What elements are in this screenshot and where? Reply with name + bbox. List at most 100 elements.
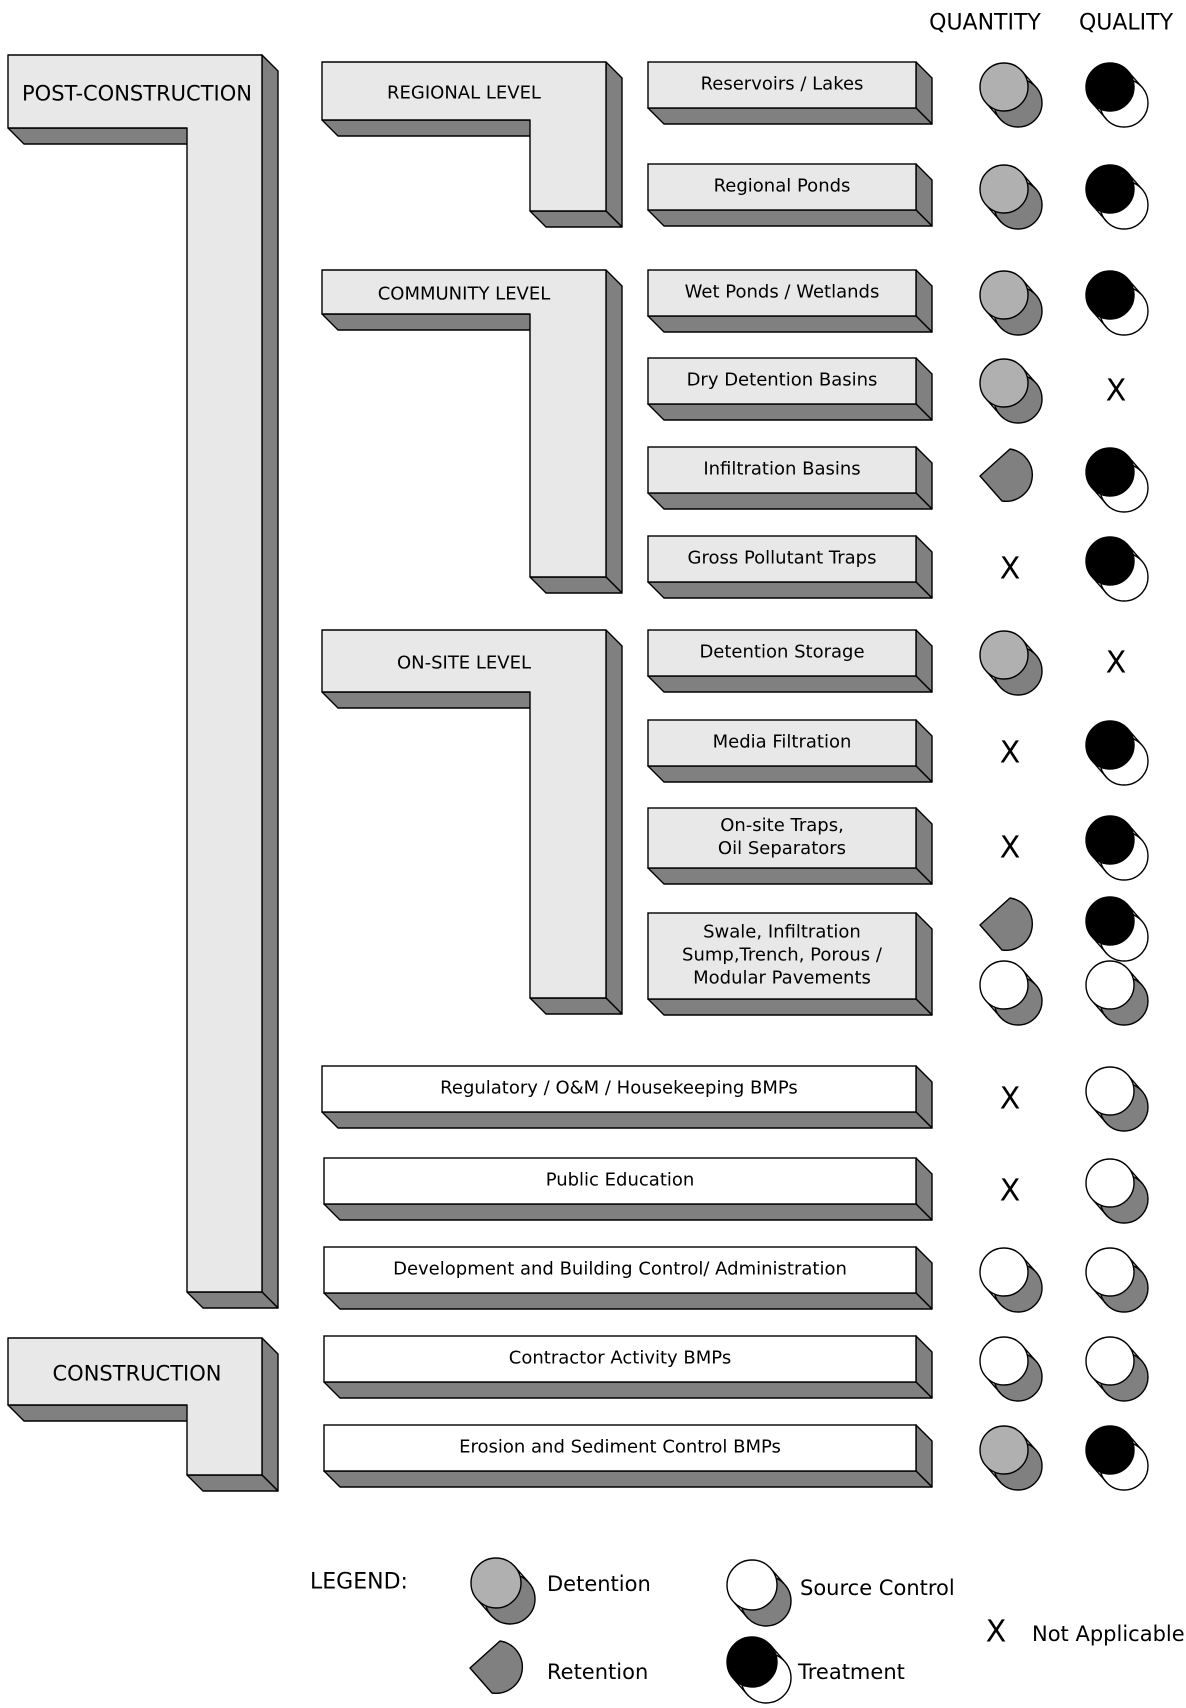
- quantity-retention-symbol: [979, 448, 1034, 503]
- bmp-label: Infiltration Basins: [703, 459, 860, 480]
- quality-not-applicable-symbol: X: [1106, 646, 1127, 681]
- legend-detention-symbol: [470, 1557, 536, 1625]
- bmp-box-on-site-traps-oil-separators: On-site Traps,Oil Separators: [647, 807, 933, 885]
- quantity-retention-symbol: [979, 897, 1034, 952]
- bmp-label: Development and Building Control/ Admini…: [393, 1259, 847, 1280]
- quality-not-applicable-symbol: X: [1106, 374, 1127, 409]
- quantity-detention-symbol: [979, 1425, 1043, 1491]
- not-applicable-mark: X: [1106, 646, 1127, 681]
- bmp-box-infiltration-basins: Infiltration Basins: [647, 446, 933, 510]
- not-applicable-mark: X: [1000, 736, 1021, 771]
- quality-source-control-symbol: [1085, 1066, 1149, 1132]
- bmp-label: Detention Storage: [699, 642, 864, 663]
- not-applicable-mark: X: [1000, 552, 1021, 587]
- bmp-box-wet-ponds-wetlands: Wet Ponds / Wetlands: [647, 269, 933, 333]
- bmp-box-erosion-and-sediment-control-bmps: Erosion and Sediment Control BMPs: [323, 1424, 933, 1488]
- quality-source-control-symbol: [1085, 960, 1149, 1026]
- quantity-source-control-symbol: [979, 960, 1043, 1026]
- quantity-header: QUANTITY: [929, 11, 1041, 36]
- legend-title: LEGEND:: [310, 1570, 408, 1595]
- phase-label: CONSTRUCTION: [53, 1362, 222, 1386]
- bmp-label: Media Filtration: [713, 732, 852, 753]
- quantity-not-applicable-symbol: X: [1000, 831, 1021, 866]
- bmp-label: Gross Pollutant Traps: [688, 548, 877, 569]
- not-applicable-mark: X: [1000, 1082, 1021, 1117]
- bmp-label: On-site Traps,: [720, 815, 844, 836]
- bmp-box-gross-pollutant-traps: Gross Pollutant Traps: [647, 535, 933, 599]
- bmp-box-regulatory-o-m-housekeeping-bmps: Regulatory / O&M / Housekeeping BMPs: [321, 1065, 933, 1129]
- bmp-box-media-filtration: Media Filtration: [647, 719, 933, 783]
- bmp-box-dry-detention-basins: Dry Detention Basins: [647, 357, 933, 421]
- legend-label: Detention: [547, 1572, 651, 1596]
- legend-label: Retention: [547, 1660, 648, 1684]
- quality-treatment-symbol: [1085, 62, 1149, 128]
- quantity-detention-symbol: [979, 358, 1043, 424]
- bmp-label: Oil Separators: [718, 838, 846, 859]
- bmp-box-detention-storage: Detention Storage: [647, 629, 933, 693]
- bmp-label: Public Education: [546, 1170, 695, 1191]
- quality-header: QUALITY: [1079, 11, 1174, 36]
- quality-source-control-symbol: [1085, 1336, 1149, 1402]
- quantity-not-applicable-symbol: X: [1000, 552, 1021, 587]
- quantity-detention-symbol: [979, 270, 1043, 336]
- quality-source-control-symbol: [1085, 1158, 1149, 1224]
- not-applicable-mark: X: [1000, 1174, 1021, 1209]
- bmp-box-contractor-activity-bmps: Contractor Activity BMPs: [323, 1335, 933, 1399]
- bmp-label: Sump,Trench, Porous /: [682, 945, 883, 966]
- quality-treatment-symbol: [1085, 1425, 1149, 1491]
- quantity-not-applicable-symbol: X: [1000, 1174, 1021, 1209]
- legend-entry-retention: Retention: [469, 1640, 648, 1695]
- legend-retention-symbol: [469, 1640, 524, 1695]
- level-bracket-community-level: COMMUNITY LEVEL: [321, 269, 623, 594]
- quantity-detention-symbol: [979, 164, 1043, 230]
- phase-label: POST-CONSTRUCTION: [22, 82, 252, 106]
- legend-label: Treatment: [797, 1660, 905, 1684]
- legend-entry-not-applicable: X Not Applicable: [986, 1615, 1185, 1650]
- quantity-not-applicable-symbol: X: [1000, 736, 1021, 771]
- bmp-box-reservoirs-lakes: Reservoirs / Lakes: [647, 61, 933, 125]
- phase-bracket-post-construction: POST-CONSTRUCTION: [7, 54, 279, 1309]
- bmp-label: Swale, Infiltration: [703, 921, 861, 942]
- quantity-not-applicable-symbol: X: [1000, 1082, 1021, 1117]
- level-bracket-on-site-level: ON-SITE LEVEL: [321, 629, 623, 1015]
- not-applicable-mark: X: [1000, 831, 1021, 866]
- bmp-label: Reservoirs / Lakes: [701, 74, 864, 95]
- bmp-box-regional-ponds: Regional Ponds: [647, 163, 933, 227]
- not-applicable-mark: X: [1106, 374, 1127, 409]
- legend-entry-detention: Detention: [470, 1557, 651, 1625]
- legend-not-applicable-symbol: X: [986, 1615, 1007, 1650]
- quantity-source-control-symbol: [979, 1247, 1043, 1313]
- legend-treatment-symbol: [726, 1636, 792, 1704]
- bmp-label: Wet Ponds / Wetlands: [685, 282, 880, 303]
- bmp-box-development-and-building-control-administration: Development and Building Control/ Admini…: [323, 1246, 933, 1310]
- quality-treatment-symbol: [1085, 164, 1149, 230]
- quality-source-control-symbol: [1085, 1247, 1149, 1313]
- quality-treatment-symbol: [1085, 720, 1149, 786]
- bmp-box-public-education: Public Education: [323, 1157, 933, 1221]
- legend-source-control-symbol: [726, 1559, 792, 1627]
- legend-label: Not Applicable: [1032, 1622, 1185, 1646]
- level-label: COMMUNITY LEVEL: [378, 284, 551, 305]
- level-bracket-regional-level: REGIONAL LEVEL: [321, 61, 623, 228]
- quantity-detention-symbol: [979, 62, 1043, 128]
- quality-treatment-symbol: [1085, 896, 1149, 962]
- not-applicable-mark: X: [986, 1615, 1007, 1650]
- legend-entry-treatment: Treatment: [726, 1636, 905, 1704]
- quality-treatment-symbol: [1085, 536, 1149, 602]
- level-label: REGIONAL LEVEL: [387, 83, 541, 104]
- phase-bracket-construction: CONSTRUCTION: [7, 1337, 279, 1492]
- bmp-label: Contractor Activity BMPs: [509, 1348, 731, 1369]
- quality-treatment-symbol: [1085, 270, 1149, 336]
- bmp-label: Erosion and Sediment Control BMPs: [459, 1437, 781, 1458]
- quantity-source-control-symbol: [979, 1336, 1043, 1402]
- quality-treatment-symbol: [1085, 815, 1149, 881]
- bmp-label: Regional Ponds: [714, 176, 851, 197]
- quantity-detention-symbol: [979, 630, 1043, 696]
- bmp-label: Modular Pavements: [693, 968, 871, 989]
- quality-treatment-symbol: [1085, 447, 1149, 513]
- bmp-label: Dry Detention Basins: [687, 370, 878, 391]
